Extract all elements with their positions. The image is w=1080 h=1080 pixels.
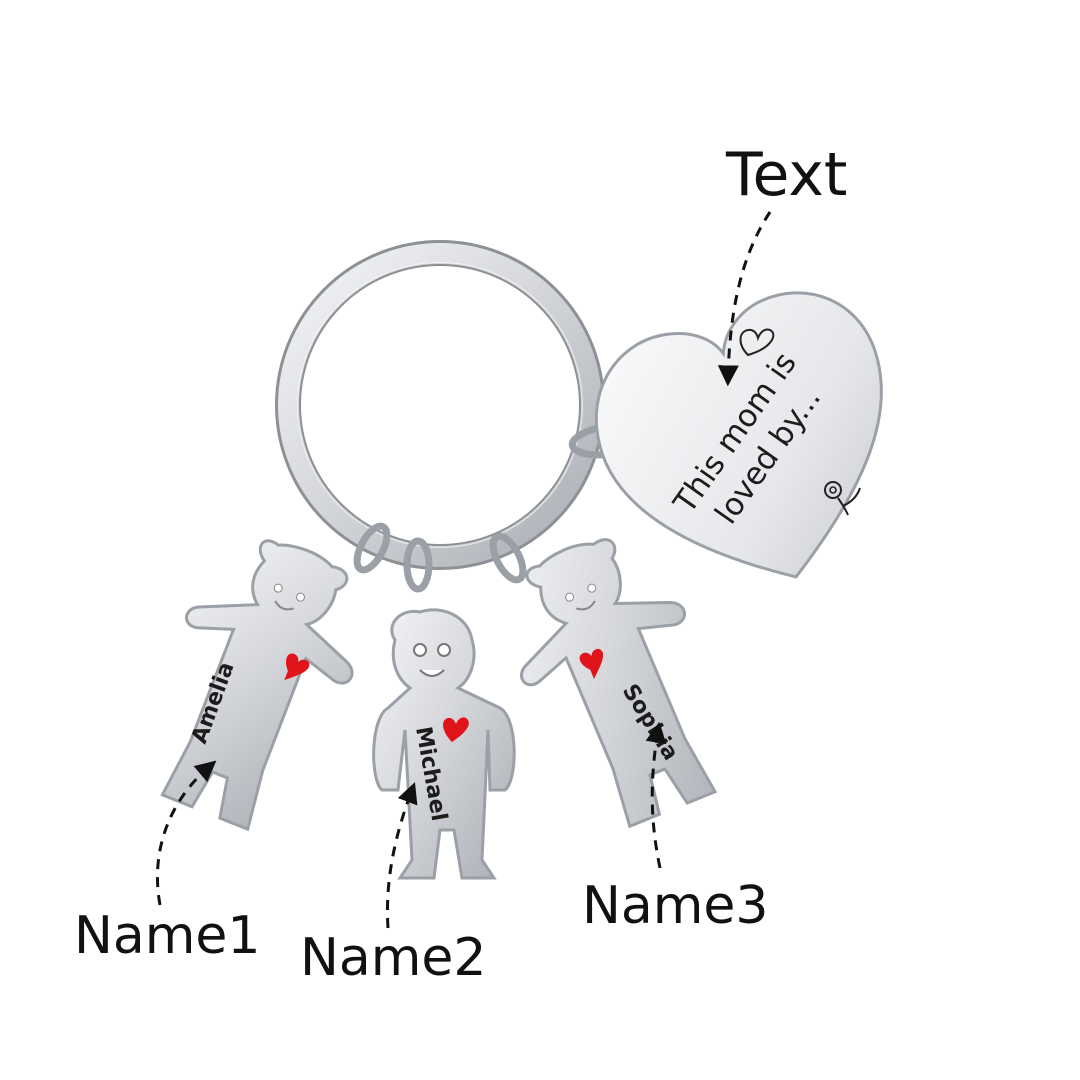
callout-name3-label: Name3 [582, 876, 769, 936]
callout-text-label: Text [726, 140, 848, 210]
girl-charm-icon [160, 539, 354, 832]
dashed-arrow-icon [155, 211, 772, 929]
small-heart-icon [739, 328, 775, 357]
charm-jump-rings [353, 522, 527, 593]
callout-name1-label: Name1 [74, 906, 261, 966]
callout-name2-label: Name2 [300, 928, 487, 988]
girl-charm-icon [520, 538, 718, 829]
heart-tag-icon [594, 291, 883, 579]
boy-charm-icon [372, 608, 516, 880]
keyring-icon [275, 240, 605, 570]
flower-icon [824, 481, 861, 516]
